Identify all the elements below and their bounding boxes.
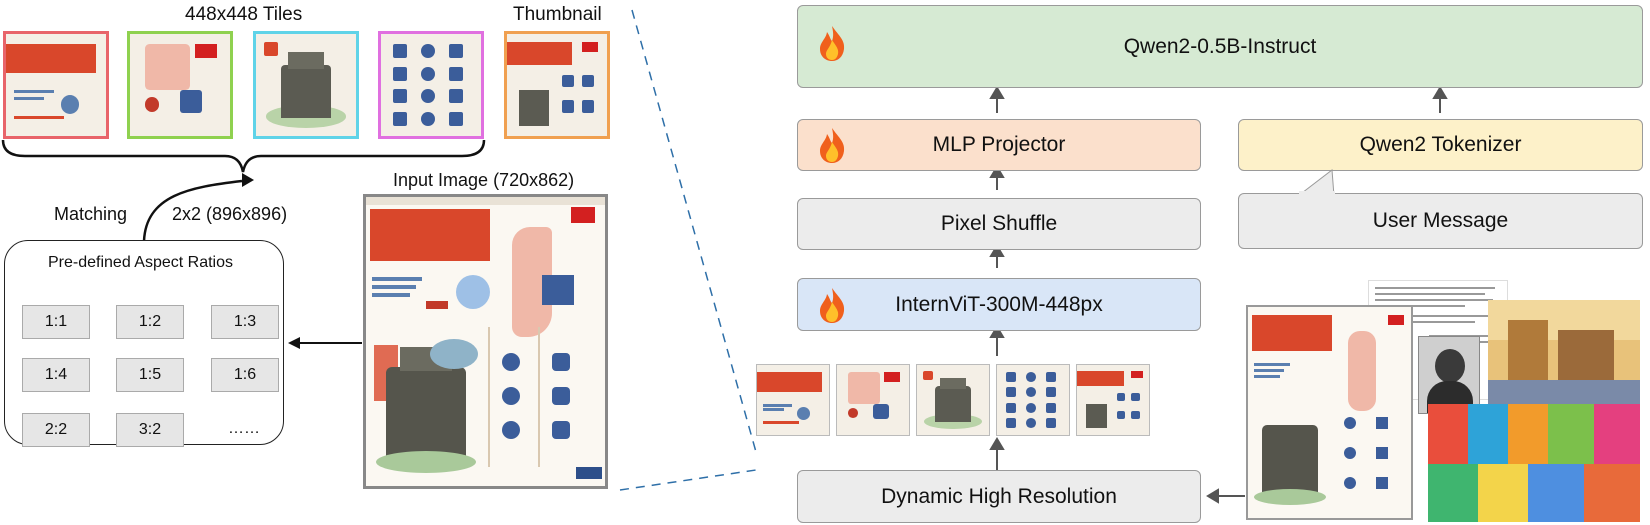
vit-input-tile — [996, 364, 1070, 436]
thumbnail-image — [504, 31, 610, 139]
aspect-ratio-option: 1:3 — [211, 305, 279, 339]
tile-image — [3, 31, 109, 139]
mlp-projector-block: MLP Projector — [797, 119, 1201, 171]
example-painting — [1488, 300, 1640, 412]
matching-label: Matching — [54, 204, 128, 224]
aspect-ratio-option: 3:2 — [116, 413, 184, 447]
aspect-box-title: Pre-defined Aspect Ratios — [48, 254, 233, 271]
aspect-ratio-ellipsis: …… — [228, 420, 260, 437]
tokenizer-block: Qwen2 Tokenizer — [1238, 119, 1643, 171]
aspect-ratio-option: 1:4 — [22, 358, 90, 392]
grid-label: 2x2 (896x896) — [172, 204, 288, 224]
tile-image — [378, 31, 484, 139]
example-book-covers — [1428, 404, 1640, 522]
dynamic-high-resolution-block: Dynamic High Resolution — [797, 470, 1201, 523]
flame-icon — [820, 288, 845, 323]
example-infographic — [1246, 305, 1413, 520]
vit-input-tile — [1076, 364, 1150, 436]
vit-input-tile — [836, 364, 910, 436]
vit-input-tile — [756, 364, 830, 436]
aspect-ratio-option: 1:6 — [211, 358, 279, 392]
tiles-title: 448x448 Tiles — [185, 4, 303, 25]
vision-encoder-block: InternViT-300M-448px — [797, 278, 1201, 331]
aspect-ratio-option: 1:5 — [116, 358, 184, 392]
user-message-bubble-tail — [1297, 169, 1335, 197]
input-to-ratio-arrow — [288, 337, 362, 349]
matching-arrow — [142, 173, 254, 242]
input-image-title: Input Image (720x862) — [393, 170, 575, 190]
flame-icon — [820, 26, 845, 61]
llm-block: Qwen2-0.5B-Instruct — [797, 5, 1643, 88]
user-message-block: User Message — [1238, 193, 1643, 249]
pixel-shuffle-block: Pixel Shuffle — [797, 198, 1201, 250]
tile-image — [253, 31, 359, 139]
tile-image — [127, 31, 233, 139]
tiles-brace — [1, 139, 486, 173]
flame-icon — [820, 128, 845, 163]
thumbnail-title: Thumbnail — [513, 4, 602, 25]
input-image — [363, 194, 608, 489]
example-portrait-photo — [1418, 336, 1480, 414]
aspect-ratio-option: 1:2 — [116, 305, 184, 339]
vit-input-tile — [916, 364, 990, 436]
aspect-ratio-option: 2:2 — [22, 413, 90, 447]
aspect-ratio-option: 1:1 — [22, 305, 90, 339]
